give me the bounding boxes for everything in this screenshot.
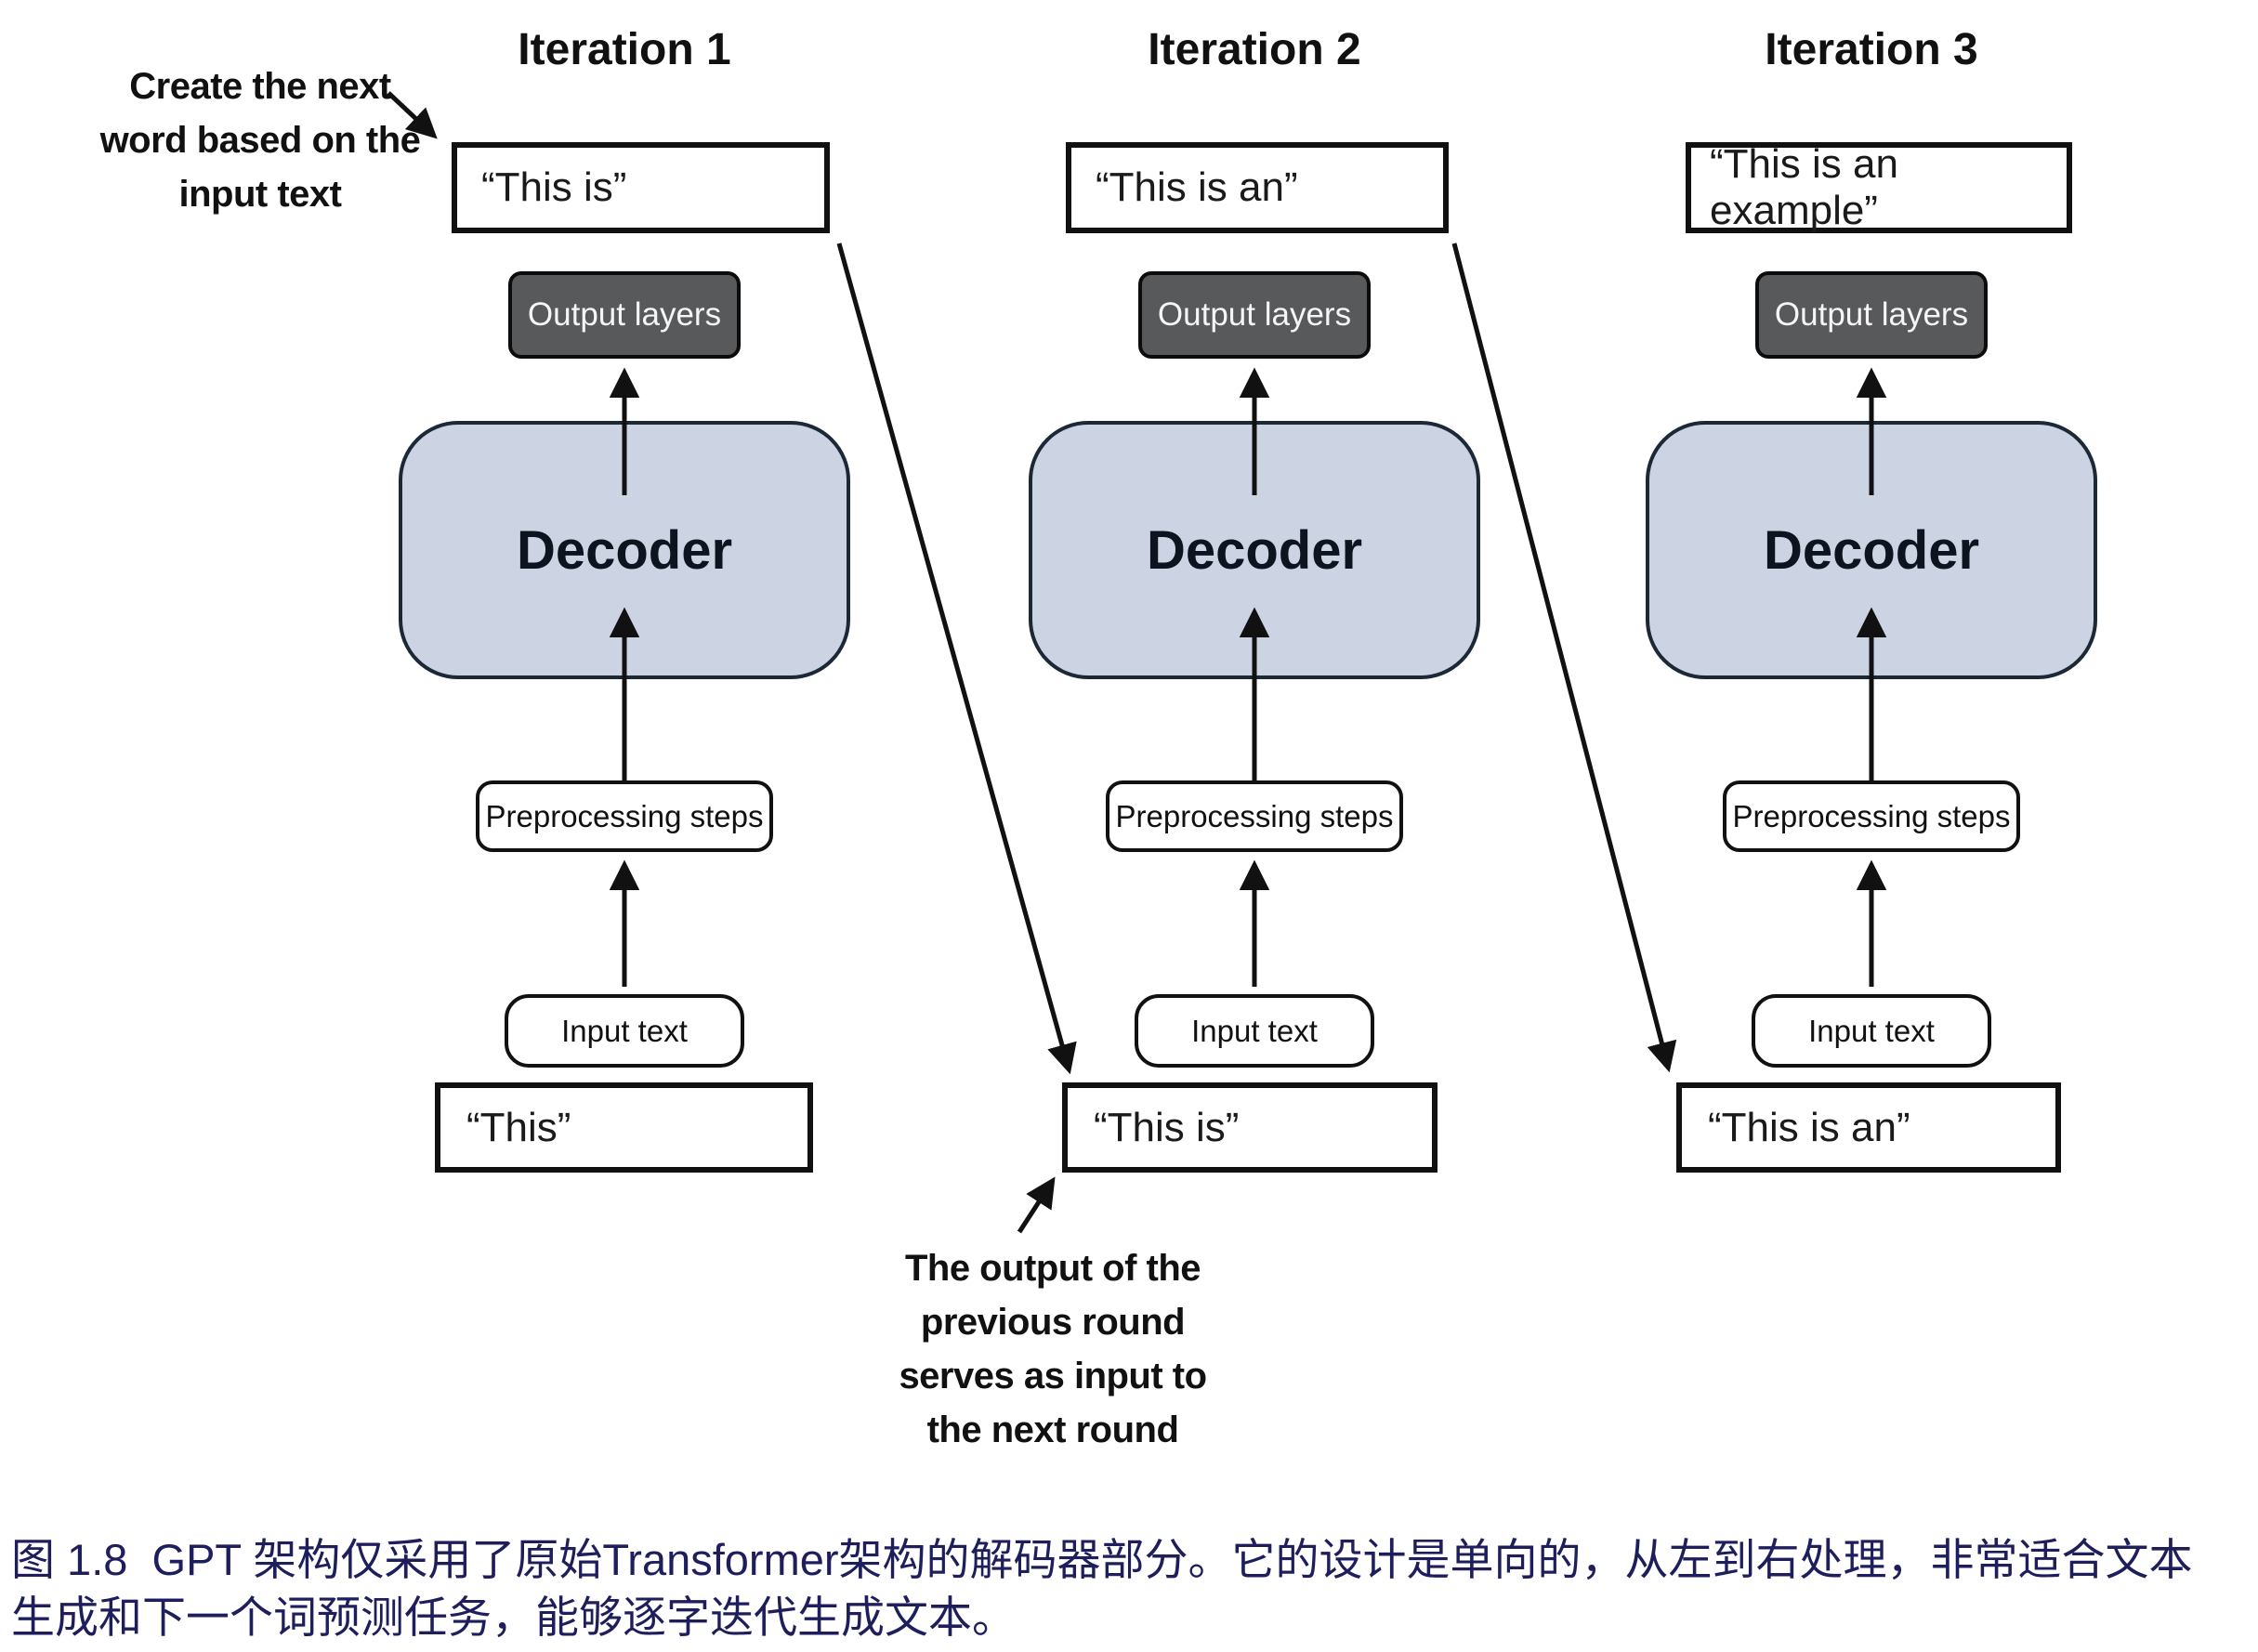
preprocessing-box-1: Preprocessing steps <box>476 780 773 852</box>
input-text-label-1: Input text <box>561 1013 688 1048</box>
output-layers-label-2: Output layers <box>1157 296 1352 333</box>
output-layers-label-3: Output layers <box>1774 296 1969 333</box>
annotation-line: input text <box>178 174 342 215</box>
decoder-box-3: Decoder <box>1646 421 2097 679</box>
annotation-line: serves as input to <box>899 1356 1207 1396</box>
preprocessing-box-2: Preprocessing steps <box>1106 780 1403 852</box>
preprocessing-label-1: Preprocessing steps <box>485 798 764 833</box>
output-text-2: “This is an” <box>1096 164 1298 210</box>
output-text-box-3: “This is an example” <box>1686 141 2072 233</box>
bottom-text-3: “This is an” <box>1708 1104 1910 1150</box>
input-text-box-2: Input text <box>1135 994 1374 1068</box>
bottom-text-box-3: “This is an” <box>1676 1082 2061 1173</box>
preprocessing-box-3: Preprocessing steps <box>1723 780 2020 852</box>
annotation-line: previous round <box>920 1302 1186 1343</box>
bottom-text-1: “This” <box>466 1104 571 1150</box>
annotation-output-serves-input: The output of the previous round serves … <box>867 1241 1239 1457</box>
annotation-create-next-word: Create the next word based on the input … <box>93 59 427 221</box>
column-title-iteration-2: Iteration 2 <box>1148 25 1361 74</box>
column-title-iteration-3: Iteration 3 <box>1765 25 1978 74</box>
output-text-box-1: “This is” <box>452 142 830 233</box>
annotation-line: The output of the <box>904 1248 1201 1289</box>
decoder-label-2: Decoder <box>1146 519 1363 581</box>
annotation-line: Create the next <box>129 66 391 107</box>
input-text-box-3: Input text <box>1752 994 1991 1068</box>
input-text-box-1: Input text <box>505 994 744 1068</box>
figure-caption-line-2: 生成和下一个词预测任务，能够逐字迭代生成文本。 <box>11 1593 1016 1642</box>
output-layers-box-1: Output layers <box>508 271 741 359</box>
arrow-annotation-output-serves-input <box>1017 1176 1056 1234</box>
preprocessing-label-3: Preprocessing steps <box>1732 798 2011 833</box>
input-text-label-2: Input text <box>1191 1013 1318 1048</box>
decoder-box-1: Decoder <box>399 421 850 679</box>
annotation-line: word based on the <box>99 120 421 161</box>
decoder-box-2: Decoder <box>1029 421 1480 679</box>
column-title-iteration-1: Iteration 1 <box>518 25 731 74</box>
preprocessing-label-2: Preprocessing steps <box>1115 798 1394 833</box>
output-text-1: “This is” <box>481 164 627 210</box>
arrow-iteration1-output-to-iteration2-input <box>836 243 1077 1075</box>
input-text-label-3: Input text <box>1808 1013 1935 1048</box>
decoder-label-1: Decoder <box>516 519 733 581</box>
decoder-label-3: Decoder <box>1763 519 1980 581</box>
bottom-text-box-1: “This” <box>435 1082 813 1173</box>
output-text-3: “This is an example” <box>1710 141 1898 233</box>
arrow-iteration2-output-to-iteration3-input <box>1451 243 1677 1073</box>
output-layers-label-1: Output layers <box>527 296 722 333</box>
output-layers-box-3: Output layers <box>1755 271 1988 359</box>
output-text-box-2: “This is an” <box>1066 142 1449 233</box>
bottom-text-2: “This is” <box>1094 1104 1240 1150</box>
figure-caption-line-1: 图 1.8 GPT 架构仅采用了原始Transformer架构的解码器部分。它的… <box>11 1535 2193 1584</box>
bottom-text-box-2: “This is” <box>1062 1082 1438 1173</box>
output-layers-box-2: Output layers <box>1138 271 1371 359</box>
annotation-line: the next round <box>926 1409 1179 1450</box>
